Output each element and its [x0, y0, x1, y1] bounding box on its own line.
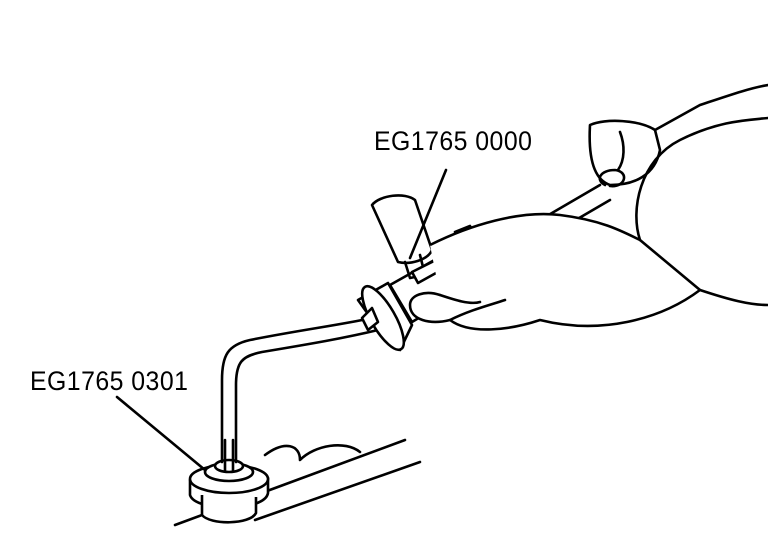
- part-label-tool-upper: EG1765 0000: [374, 126, 533, 156]
- hand: [408, 83, 768, 331]
- hose: [220, 316, 380, 472]
- leader-line-lower: [115, 395, 207, 472]
- leader-line-upper: [408, 168, 448, 260]
- oil-bottle: [370, 194, 447, 285]
- part-label-tool-lower: EG1765 0301: [30, 366, 189, 396]
- filler-adapter: [188, 458, 270, 524]
